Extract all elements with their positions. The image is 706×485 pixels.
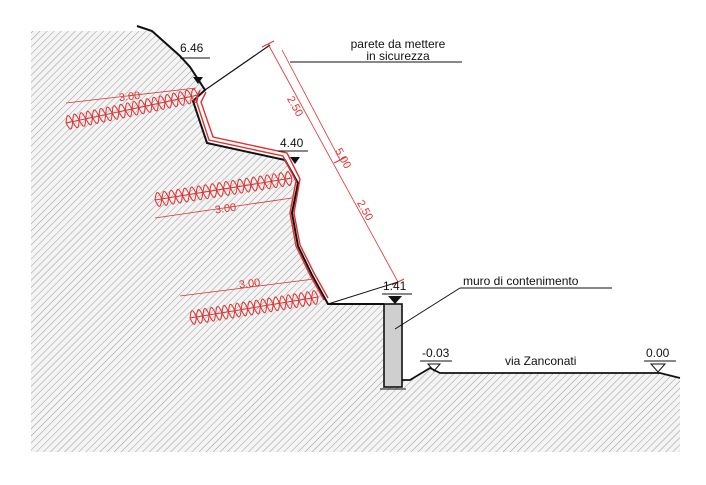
elevation-lower: 1.41 (382, 279, 412, 304)
elevation-road-right: 0.00 (644, 346, 676, 373)
elevation-lower-value: 1.41 (383, 279, 407, 293)
callout-retaining-leader (394, 287, 461, 330)
road-ground (31, 368, 680, 452)
elevation-road-right-marker (649, 363, 667, 373)
anchor-bottom-label: 3.00 (238, 277, 261, 292)
upper-slope-line (204, 44, 271, 91)
anchor-middle-label: 3.00 (214, 202, 237, 217)
anchor-top: 3.00 (65, 87, 199, 130)
elevation-road-left-marker (426, 363, 442, 372)
callout-wall-line1: parete da mettere (351, 37, 446, 51)
elevation-lower-marker (388, 296, 402, 304)
anchor-top-dimension (65, 87, 197, 104)
anchor-bottom: 3.00 (179, 277, 319, 325)
elevation-road-right-value: 0.00 (646, 346, 670, 360)
anchor-middle-dimension (154, 197, 293, 219)
street-name: via Zanconati (505, 354, 576, 368)
callout-wall-line2: in sicurezza (366, 49, 430, 63)
dimension-top-tick (261, 40, 275, 48)
dimension-split-tick (333, 156, 347, 164)
dimension-upper-label: 2.50 (284, 94, 305, 119)
elevation-road-left: -0.03 (420, 346, 452, 372)
elevation-middle-marker (290, 157, 300, 164)
callout-wall: parete da mettere in sicurezza (290, 37, 462, 63)
protective-mesh-inner (200, 91, 329, 299)
elevation-middle-value: 4.40 (280, 136, 304, 150)
dimension-split-line (281, 49, 341, 161)
anchor-top-bar (65, 88, 199, 130)
elevation-road-left-value: -0.03 (422, 346, 450, 360)
dimension-total (267, 43, 399, 283)
anchor-middle-bar (154, 171, 293, 207)
elevation-top: 6.46 (180, 41, 210, 84)
callout-retaining-text: muro di contenimento (463, 274, 579, 288)
dimension-total-extension (327, 281, 399, 305)
anchor-bottom-dimension (179, 278, 315, 297)
dimension-lower-label: 2.50 (354, 198, 375, 223)
elevation-top-value: 6.46 (180, 41, 204, 55)
protective-mesh-outer (195, 89, 325, 301)
callout-retaining-wall: muro di contenimento (394, 274, 612, 330)
retaining-wall (383, 303, 403, 388)
anchor-bottom-bar (189, 290, 319, 325)
hillside-ground (31, 31, 384, 387)
anchor-middle: 3.00 (154, 171, 293, 219)
elevation-middle: 4.40 (278, 136, 308, 164)
elevation-top-marker (193, 77, 203, 84)
anchor-top-label: 3.00 (118, 90, 141, 105)
